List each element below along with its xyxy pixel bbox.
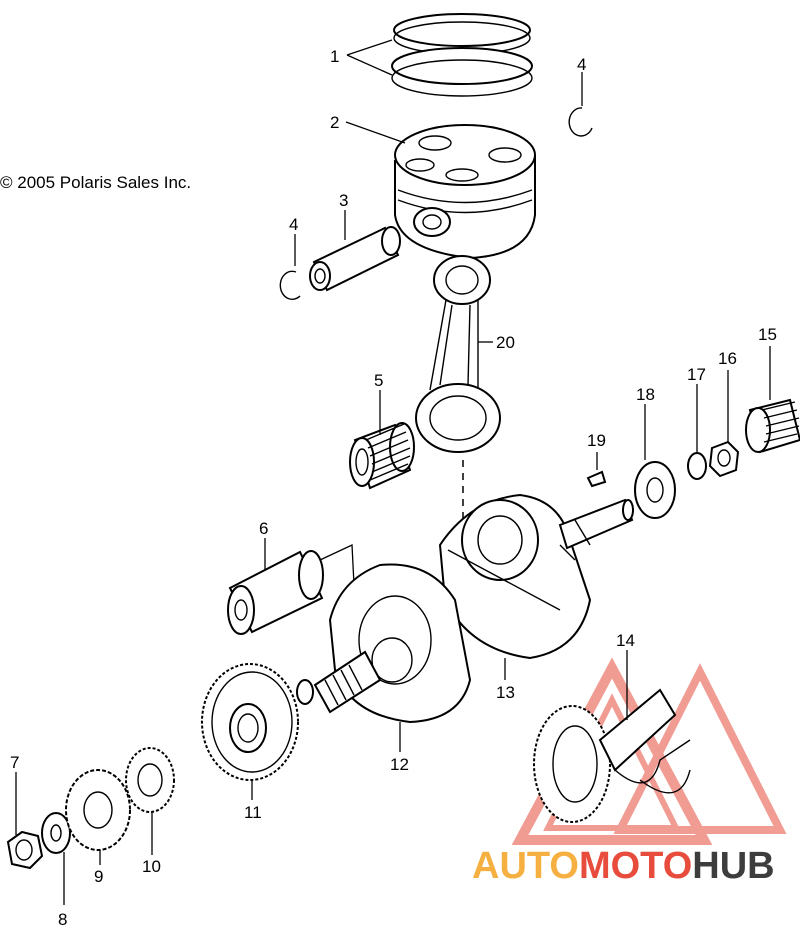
circlip-top (568, 107, 593, 137)
crank-gear (201, 663, 299, 781)
connecting-rod (415, 255, 501, 453)
callout-13: 13 (496, 683, 515, 702)
callout-6: 6 (259, 519, 268, 538)
circlip-left (279, 270, 301, 300)
crank-pin (227, 550, 324, 635)
callout-4-left: 4 (289, 215, 298, 234)
needle-bearing-rod (349, 422, 415, 490)
crankshaft-left-half (296, 563, 472, 724)
crankshaft-right-half (438, 493, 634, 660)
washer-8 (41, 812, 71, 854)
callout-5: 5 (374, 371, 383, 390)
wrist-pin (309, 226, 401, 292)
watermark-text: AUTOMOTOHUB (472, 845, 775, 887)
callout-17: 17 (687, 365, 706, 384)
washer-17 (687, 452, 707, 480)
nut-16 (708, 440, 740, 478)
copyright-text: © 2005 Polaris Sales Inc. (0, 173, 191, 192)
callout-16: 16 (718, 349, 737, 368)
gear-10 (125, 747, 175, 813)
callout-15: 15 (758, 325, 777, 344)
callout-8: 8 (58, 910, 67, 929)
callout-10: 10 (142, 857, 161, 876)
callout-4-top: 4 (577, 55, 586, 74)
callout-19: 19 (587, 431, 606, 450)
callout-7: 7 (10, 753, 19, 772)
callout-20: 20 (496, 333, 515, 352)
watermark-hub: HUB (692, 845, 774, 887)
callout-9: 9 (94, 867, 103, 886)
piston-rings (391, 13, 533, 97)
callout-14: 14 (616, 631, 635, 650)
callout-3: 3 (339, 191, 348, 210)
thrust-washer (634, 461, 676, 519)
woodruff-key (586, 470, 607, 488)
callout-12: 12 (390, 755, 409, 774)
nut-7 (6, 830, 44, 870)
callout-18: 18 (636, 385, 655, 404)
watermark-auto: AUTO (472, 845, 579, 887)
balance-shaft (533, 688, 691, 823)
callout-1: 1 (330, 47, 339, 66)
callout-11: 11 (244, 803, 262, 822)
piston (394, 124, 536, 260)
gear-9 (65, 769, 131, 851)
callout-2: 2 (330, 113, 339, 132)
callouts: 1 2 3 4 4 5 6 7 8 9 10 11 12 13 14 15 16… (10, 47, 777, 929)
watermark-moto: MOTO (579, 845, 692, 887)
leader-lines (15, 39, 771, 905)
main-bearing (745, 398, 800, 454)
